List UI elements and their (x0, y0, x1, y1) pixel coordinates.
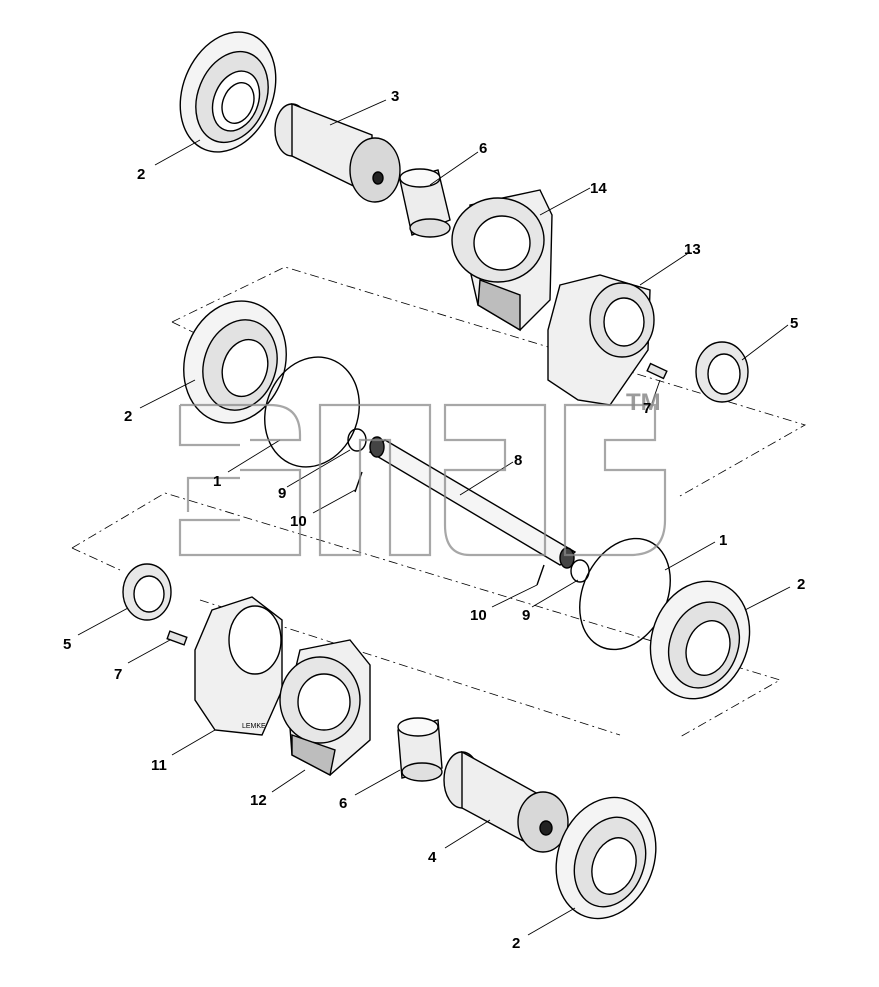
bushing-top (399, 168, 451, 238)
callout-1-right: 1 (719, 532, 727, 549)
callout-2-top: 2 (137, 166, 145, 183)
svg-text:LEMKE: LEMKE (242, 723, 266, 730)
callout-7-left: 7 (114, 666, 122, 683)
callout-4: 4 (428, 849, 437, 866)
callout-5-right: 5 (790, 315, 798, 332)
callout-14: 14 (590, 180, 607, 197)
bearing-right (649, 580, 751, 700)
callout-2-left: 2 (124, 408, 132, 425)
callout-3: 3 (391, 88, 399, 105)
callout-6-bottom: 6 (339, 795, 347, 812)
watermark: TM (178, 389, 667, 557)
assembly-guide-lower (71, 492, 782, 738)
pin-bottom (443, 750, 569, 853)
callout-5-left: 5 (63, 636, 71, 653)
pin-top (274, 102, 401, 203)
bearing-bottom (555, 796, 657, 920)
bracket-11: LEMKE (194, 596, 283, 736)
callout-10-right: 10 (470, 607, 487, 624)
snap-ring-left (264, 356, 360, 468)
callout-10-left: 10 (290, 513, 307, 530)
bearing-top (179, 31, 277, 153)
bracket-12 (279, 639, 371, 777)
shaft (368, 436, 577, 569)
bearing-left (183, 300, 287, 424)
callout-7-right: 7 (643, 400, 651, 417)
roll-pin-10-right (536, 564, 545, 586)
callout-13: 13 (684, 241, 701, 258)
callout-2-bottom: 2 (512, 935, 520, 952)
callout-9-right: 9 (522, 607, 530, 624)
callout-6-top: 6 (479, 140, 487, 157)
roll-pin-right (646, 362, 668, 380)
watermark-trademark: TM (626, 389, 661, 416)
bushing-bottom (397, 717, 443, 782)
collar-left (122, 563, 172, 621)
callout-11: 11 (151, 757, 167, 774)
callout-8: 8 (514, 452, 522, 469)
bracket-14 (451, 189, 553, 332)
bracket-13 (547, 274, 655, 406)
callout-9-left: 9 (278, 485, 286, 502)
callout-1-left: 1 (213, 473, 221, 490)
callout-2-right: 2 (797, 576, 805, 593)
callout-12: 12 (250, 792, 267, 809)
roll-pin-left (166, 630, 188, 646)
collar-right (695, 341, 749, 403)
callout-labels: 2 3 6 14 13 5 7 2 1 9 8 10 1 2 10 9 5 7 … (63, 88, 805, 952)
